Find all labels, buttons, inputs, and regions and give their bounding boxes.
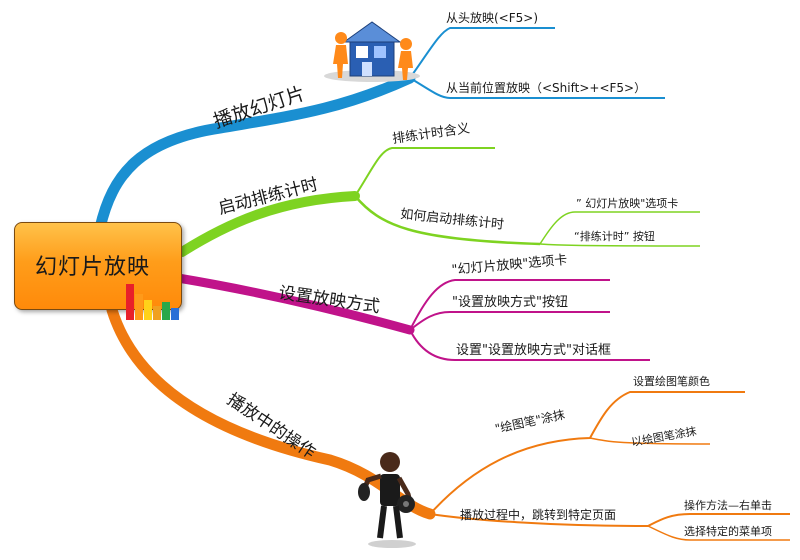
branch-2-child-2-line [354,195,541,246]
branch-4-child-2-sub-2-label[interactable]: 选择特定的菜单项 [684,524,772,538]
central-topic[interactable]: 幻灯片放映 [14,222,182,310]
branch-4-child-2-sub-1-label[interactable]: 操作方法—右单击 [684,498,772,512]
branch-2-child-1-label[interactable]: 排练计时含义 [391,120,470,147]
branch-4-child-1-sub-1-label[interactable]: 设置绘图笔颜色 [633,374,710,388]
branch-2-child-2-sub-1-label[interactable]: ” 幻灯片放映"选项卡 [576,196,678,210]
branch-3-child-2-label[interactable]: "设置放映方式"按钮 [452,294,568,310]
branch-3-child-1-label[interactable]: "幻灯片放映"选项卡 [451,253,568,278]
branch-2-child-2-sub-1-line [539,211,700,245]
branch-4-child-1-line [429,391,745,515]
branch-1-child-1-line [409,27,555,79]
branch-3-line [173,273,415,335]
branch-1-child-2-line [409,77,665,99]
branch-4-child-2-label[interactable]: 播放过程中，跳转到特定页面 [460,507,616,522]
people-house-clipart-icon [324,21,420,82]
branch-1-line [94,72,416,234]
branch-4-child-1-sub-2-line [589,437,711,445]
bar-chart-icon [126,284,179,320]
branch-4-child-2-sub-2-line [647,525,790,541]
branch-4-child-2-line [429,513,790,528]
branch-3-child-2-line [409,311,610,331]
branch-2-child-2-sub-2-label[interactable]: “排练计时” 按钮 [574,229,655,243]
branch-2-child-1-line [354,147,495,197]
branch-1-child-1-label[interactable]: 从头放映(<F5>) [446,10,538,25]
branch-3-child-3-label[interactable]: 设置"设置放映方式"对话框 [456,342,611,358]
branch-3-child-3-line [409,329,650,361]
branch-4-child-1-label[interactable]: "绘图笔"涂抹 [494,406,567,435]
branch-2-line [177,191,360,257]
branch-4-child-1-sub-2-label[interactable]: 以绘图笔涂抹 [630,424,697,449]
branch-3-child-1-line [409,279,610,331]
branch-2-child-2-label[interactable]: 如何启动排练计时 [400,206,505,233]
branch-1-child-2-label[interactable]: 从当前位置放映（<Shift>+<F5>） [446,80,646,95]
weightlifter-clipart-icon [358,452,416,548]
branch-2-child-2-sub-2-line [539,243,701,247]
central-topic-title: 幻灯片放映 [35,255,151,280]
